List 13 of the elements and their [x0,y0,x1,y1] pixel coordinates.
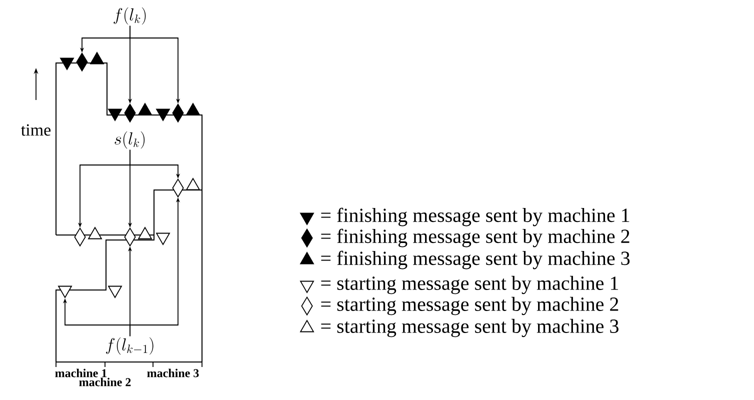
formula-label: $f(l_{k-1})$ [106,337,154,355]
legend-text: = starting message sent by machine 2 [321,296,618,316]
formula-label: $f(l_k)$ [114,7,146,25]
legend-text: = starting message sent by machine 1 [321,276,618,294]
axis-label: machine 2 [79,378,131,386]
legend-text: = starting message sent by machine 3 [321,318,618,338]
legend-text: = finishing message sent by machine 1 [321,208,630,226]
formula-label: $s(l_k)$ [114,131,145,149]
legend-text: = finishing message sent by machine 2 [321,228,630,248]
legend-text: = finishing message sent by machine 3 [321,250,630,270]
axis-label: machine 3 [147,368,199,378]
axis-label: machine 1 [55,368,107,378]
axis-label: time [21,124,51,136]
